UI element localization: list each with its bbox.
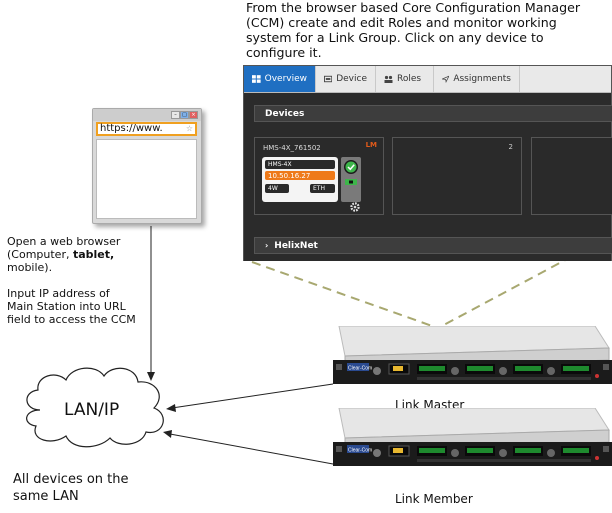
- helixnet-header-label: HelixNet: [274, 240, 318, 251]
- instr-spacer: [7, 274, 136, 287]
- overview-grid-icon: [252, 75, 261, 83]
- browser-titlebar: – □ ×: [93, 109, 201, 121]
- device-model-label: HMS-4X: [268, 161, 292, 168]
- tab-device[interactable]: Device: [316, 66, 376, 92]
- instr-line-4: Input IP address of: [7, 287, 110, 300]
- device-name: HMS-4X_761502: [263, 144, 321, 152]
- tab-assignments[interactable]: Assignments: [434, 66, 520, 92]
- minimize-icon[interactable]: –: [171, 111, 180, 119]
- browser-page-area: [96, 139, 197, 219]
- master-to-lan-arrowhead: [166, 404, 176, 412]
- tab-overview[interactable]: Overview: [244, 66, 316, 92]
- device-ip: 10.50.16.27: [265, 171, 335, 180]
- device-slot-3[interactable]: [531, 137, 612, 215]
- tab-device-label: Device: [336, 74, 367, 84]
- ccm-body: Devices HMS-4X_761502 LM HMS-4X 10.50.16…: [244, 93, 612, 261]
- instr-line-2-pre: (Computer,: [7, 248, 73, 261]
- instr-line-5: Main Station into URL: [7, 300, 126, 313]
- assignments-arrow-icon: [442, 75, 450, 83]
- brand-plate: [347, 445, 369, 453]
- brand-logo-text: Clear-Com: [348, 366, 372, 372]
- instr-line-2: (Computer, tablet,: [7, 248, 136, 261]
- browser-to-lan-arrowhead: [147, 372, 155, 381]
- same-lan-line-2: same LAN: [13, 489, 79, 504]
- same-lan-line-1: All devices on the: [13, 472, 129, 487]
- link-member-device: Clear-Com: [333, 408, 612, 466]
- slot-number: 2: [508, 143, 513, 151]
- instr-line-2-bold: tablet,: [72, 248, 115, 261]
- brand-logo-text: Clear-Com: [348, 448, 372, 454]
- same-lan-note: All devices on the same LAN: [13, 471, 129, 505]
- device-icon: [324, 75, 333, 83]
- browser-instructions: Open a web browser (Computer, tablet, mo…: [7, 235, 136, 326]
- status-check-icon: [344, 160, 358, 185]
- close-icon[interactable]: ×: [189, 111, 198, 119]
- link-master-badge: LM: [365, 141, 377, 149]
- port-4w: 4W: [265, 184, 289, 193]
- port-4w-label: 4W: [268, 185, 278, 192]
- member-to-lan-arrowhead: [163, 430, 172, 438]
- brand-plate: [347, 363, 369, 371]
- diagram-caption: From the browser based Core Configuratio…: [246, 0, 581, 60]
- dashed-link-left: [251, 261, 436, 328]
- ccm-tab-bar: Overview Device Roles Assignments: [244, 66, 611, 93]
- instr-line-1: Open a web browser: [7, 235, 121, 248]
- bookmark-star-icon[interactable]: ☆: [185, 124, 193, 133]
- tab-roles[interactable]: Roles: [376, 66, 434, 92]
- instr-line-3: mobile).: [7, 261, 53, 274]
- url-text: https://www.: [100, 123, 163, 134]
- device-card[interactable]: HMS-4X 10.50.16.27 4W ETH: [262, 157, 338, 202]
- browser-url-field[interactable]: https://www. ☆: [96, 122, 197, 136]
- master-to-lan-line: [171, 383, 334, 409]
- device-status-column: [341, 157, 361, 202]
- web-browser-window: – □ × https://www. ☆: [92, 108, 202, 224]
- ccm-screenshot: Overview Device Roles Assignments Device…: [243, 65, 612, 261]
- member-to-lan-line: [169, 433, 334, 465]
- roles-people-icon: [384, 75, 393, 83]
- lan-cloud-shape: [26, 367, 164, 448]
- device-model: HMS-4X: [265, 160, 335, 169]
- device-tile-hms4x[interactable]: HMS-4X_761502 LM HMS-4X 10.50.16.27 4W E…: [254, 137, 384, 215]
- port-eth: ETH: [310, 184, 335, 193]
- tab-overview-label: Overview: [264, 74, 307, 84]
- maximize-icon[interactable]: □: [180, 111, 189, 119]
- tab-assignments-label: Assignments: [453, 74, 511, 84]
- lan-ip-label: LAN/IP: [64, 400, 120, 420]
- helixnet-section-header[interactable]: › HelixNet: [254, 237, 612, 254]
- port-eth-label: ETH: [313, 185, 325, 192]
- settings-gear-icon[interactable]: [349, 201, 361, 213]
- tab-roles-label: Roles: [397, 74, 422, 84]
- instr-line-6: field to access the CCM: [7, 313, 136, 326]
- chevron-right-icon: ›: [265, 241, 269, 250]
- devices-section-header[interactable]: Devices: [254, 105, 612, 122]
- link-member-label: Link Member: [395, 492, 473, 506]
- device-ip-label: 10.50.16.27: [268, 171, 311, 180]
- device-slot-2[interactable]: 2: [392, 137, 522, 215]
- link-master-device: Clear-Com: [333, 326, 612, 384]
- devices-header-label: Devices: [265, 108, 305, 119]
